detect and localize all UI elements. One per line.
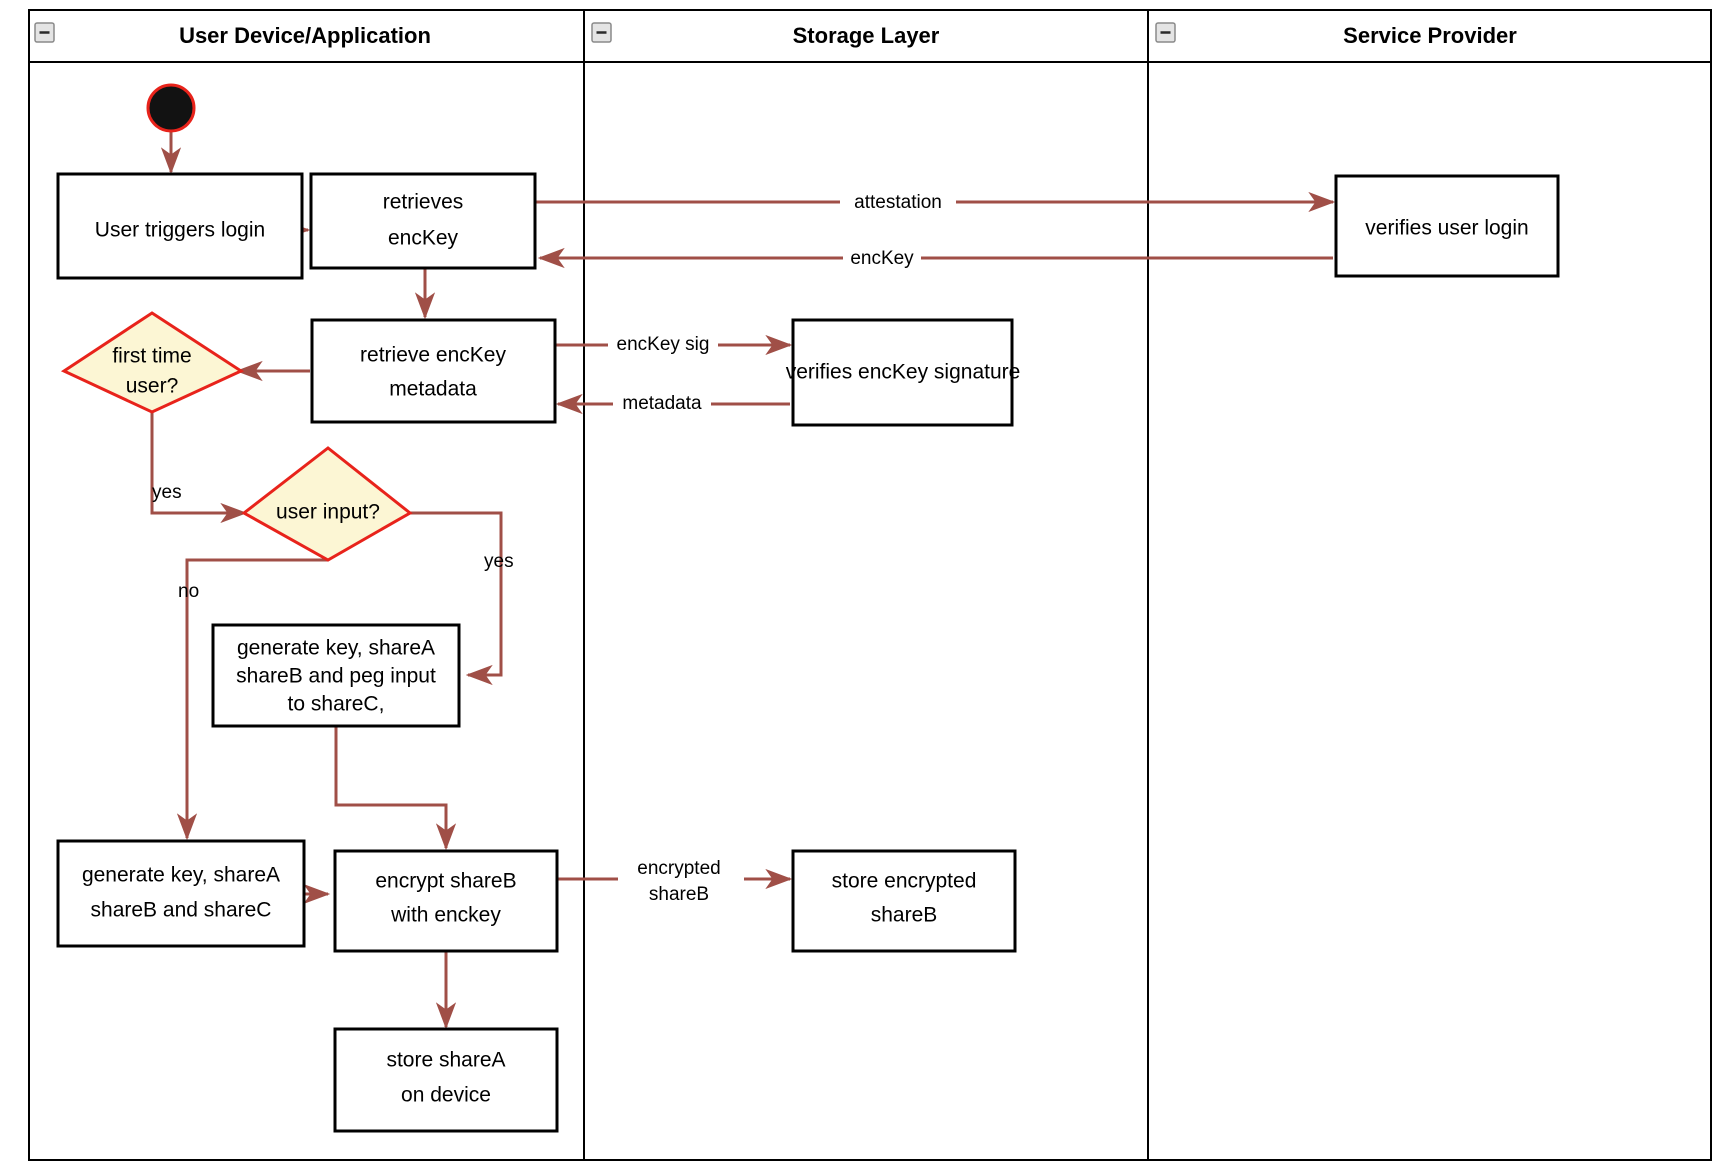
edge-label-encrypted-shareb: encrypted shareB [618,856,744,908]
activity-box[interactable] [56,172,304,280]
edge-label: attestation [854,192,942,213]
edge-label-enckey: encKey [843,246,921,271]
edge-label-attestation: attestation [840,190,956,215]
edge-label-line1: encrypted [637,858,720,879]
activity-verifies-user-login[interactable]: verifies user login [1334,174,1560,278]
activity-box[interactable] [791,849,1017,953]
activity-box[interactable] [211,623,461,728]
decision-user-input[interactable]: user input? [241,446,413,562]
swimlane-frame [28,9,1712,1161]
label-backdrop [843,246,921,271]
activity-box[interactable] [56,839,306,948]
activity-box[interactable] [1334,174,1560,278]
activity-store-sharea[interactable]: store shareA on device [333,1027,559,1133]
initial-node [146,83,196,133]
flow-user-input-yes [410,511,503,686]
label-backdrop [613,391,711,416]
activity-label-line1: generate key, shareA [82,864,280,887]
activity-label-line2: encKey [388,227,459,250]
activity-label-line2: with enckey [390,904,501,927]
label-backdrop [618,856,744,908]
activity-label-line3: to shareC, [288,693,385,716]
edge-label: metadata [622,393,702,414]
activity-label-line1: store encrypted [832,870,977,893]
flow-generate-peg-to-encrypt [334,726,457,851]
decision-diamond[interactable] [60,311,245,414]
decision-label-line1: first time [112,345,191,368]
activity-verifies-enckey-signature[interactable]: verifies encKey signature [786,318,1021,427]
activity-label-line1: retrieve encKey [360,344,506,367]
activity-store-encrypted-shareb[interactable]: store encrypted shareB [791,849,1017,953]
lane-header-storage-layer[interactable]: Storage Layer [591,22,940,48]
lane-title-user-device: User Device/Application [179,23,431,48]
activity-label-line1: generate key, shareA [237,637,435,660]
activity-box[interactable] [333,1027,559,1133]
flow-user-input-no [176,558,328,841]
edge-label-metadata: metadata [613,391,711,416]
activity-label-line2: shareB and shareC [91,899,272,922]
activity-label: verifies user login [1365,217,1528,240]
activity-box[interactable] [310,318,557,424]
edge-label-enckey-sig: encKey sig [608,332,718,357]
activity-label: verifies encKey signature [786,361,1021,384]
activity-label: User triggers login [95,219,265,242]
activity-generate-key-peg[interactable]: generate key, shareA shareB and peg inpu… [211,623,461,728]
edge-label-first-time-yes: yes [152,482,182,503]
label-backdrop [608,332,718,357]
edge-label-user-input-yes: yes [484,551,514,572]
decision-label-line2: user? [126,375,179,398]
activity-user-triggers-login[interactable]: User triggers login [56,172,304,280]
activity-label-line2: shareB and peg input [236,665,436,688]
edge-label-line2: shareB [649,884,709,905]
decision-diamond[interactable] [241,446,413,562]
label-backdrop [840,190,956,215]
lane-header-service-provider[interactable]: Service Provider [1155,22,1517,48]
edge-label-user-input-no: no [178,581,199,602]
activity-label-line1: store shareA [386,1049,505,1072]
activity-label-line2: metadata [389,378,477,401]
activity-box[interactable] [333,849,559,953]
lane-title-storage-layer: Storage Layer [793,23,940,48]
flow-first-time-user-yes [150,412,248,524]
edge-label: encKey sig [617,334,710,355]
activity-retrieve-enckey-metadata[interactable]: retrieve encKey metadata [310,318,557,424]
lane-header-user-device[interactable]: User Device/Application [34,22,431,48]
activity-label-line1: retrieves [383,191,464,214]
activity-box[interactable] [791,318,1014,427]
lane-title-service-provider: Service Provider [1343,23,1517,48]
activity-generate-key-shares[interactable]: generate key, shareA shareB and shareC [56,839,306,948]
decision-first-time-user[interactable]: first time user? [60,311,245,414]
edge-label: encKey [850,248,914,269]
activity-box[interactable] [309,172,537,270]
activity-label-line2: shareB [871,904,938,927]
activity-label-line2: on device [401,1084,491,1107]
activity-retrieves-enckey[interactable]: retrieves encKey [309,172,537,270]
activity-encrypt-shareb[interactable]: encrypt shareB with enckey [333,849,559,953]
activity-label-line1: encrypt shareB [375,870,516,893]
decision-label: user input? [276,501,380,524]
